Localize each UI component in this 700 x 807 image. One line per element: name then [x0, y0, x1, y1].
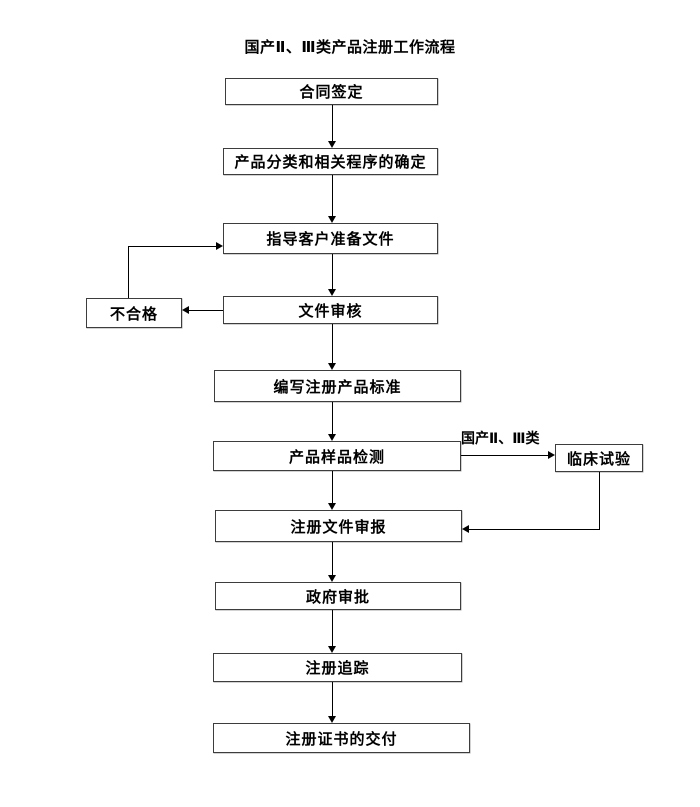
node-product-classification: 产品分类和相关程序的确定 [223, 148, 438, 175]
connector-sampletest-clinical [461, 455, 548, 456]
node-document-review: 文件审核 [223, 296, 438, 324]
connector-standard-sampletest [332, 402, 333, 434]
arrow-down-icon [328, 575, 336, 582]
connector-clinical-down [599, 472, 600, 530]
connector-unqualified-up [128, 246, 129, 298]
connector-review-unqualified [189, 310, 223, 311]
connector-tracking-delivery [332, 682, 333, 716]
arrow-down-icon [328, 716, 336, 723]
connector-submission-approval [332, 542, 333, 575]
connector-classification-guide [332, 175, 333, 216]
arrow-down-icon [328, 434, 336, 441]
node-guide-customer-documents: 指导客户准备文件 [223, 223, 438, 254]
arrow-right-icon [216, 242, 223, 250]
arrow-down-icon [328, 216, 336, 223]
arrow-down-icon [328, 141, 336, 148]
arrow-down-icon [328, 646, 336, 653]
arrow-down-icon [328, 363, 336, 370]
arrow-down-icon [328, 503, 336, 510]
node-contract-signing: 合同签定 [225, 78, 438, 105]
connector-sampletest-submission [332, 471, 333, 503]
arrow-right-icon [548, 451, 555, 459]
node-write-product-standard: 编写注册产品标准 [214, 370, 461, 402]
node-clinical-trial: 临床试验 [555, 444, 643, 472]
connector-unqualified-guide [128, 246, 216, 247]
node-certificate-delivery: 注册证书的交付 [213, 723, 470, 753]
connector-approval-tracking [332, 610, 333, 646]
connector-clinical-submission [469, 529, 600, 530]
connector-review-standard [332, 324, 333, 363]
connector-guide-review [332, 254, 333, 289]
connector-contract-classification [332, 105, 333, 141]
node-government-approval: 政府审批 [215, 582, 461, 610]
node-product-sample-testing: 产品样品检测 [213, 441, 461, 471]
node-registration-tracking: 注册追踪 [213, 653, 462, 682]
arrow-down-icon [328, 289, 336, 296]
flowchart-title: 国产Ⅱ、Ⅲ类产品注册工作流程 [244, 38, 456, 56]
arrow-left-icon [462, 525, 469, 533]
branch-condition-label: 国产Ⅱ、Ⅲ类 [461, 431, 540, 447]
node-registration-submission: 注册文件审报 [215, 510, 462, 542]
arrow-left-icon [182, 306, 189, 314]
node-unqualified: 不合格 [86, 298, 182, 328]
